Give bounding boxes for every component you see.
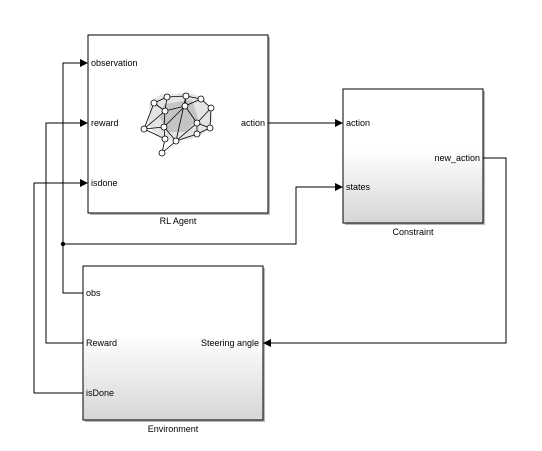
rl-agent-port-reward: reward: [91, 118, 119, 128]
constraint-port-states: states: [346, 182, 371, 192]
neural-network-brain-icon: [140, 92, 215, 157]
environment-port-reward: Reward: [86, 338, 117, 348]
wire-new-action[interactable]: [263, 157, 507, 347]
rl-agent-name: RL Agent: [160, 216, 197, 226]
environment-block[interactable]: obs Reward isDone Steering angle Environ…: [82, 265, 265, 434]
environment-port-steering-angle: Steering angle: [201, 338, 259, 348]
constraint-body[interactable]: [342, 88, 484, 224]
environment-port-isdone: isDone: [86, 388, 114, 398]
rl-agent-port-action: action: [241, 118, 265, 128]
wire-action[interactable]: [268, 119, 343, 127]
wires: [33, 59, 507, 394]
wire-isdone[interactable]: [33, 179, 88, 394]
environment-name: Environment: [148, 424, 199, 434]
wire-reward[interactable]: [45, 119, 88, 344]
environment-port-obs: obs: [86, 288, 101, 298]
constraint-port-new-action: new_action: [434, 153, 480, 163]
constraint-block[interactable]: action states new_action Constraint: [342, 88, 485, 237]
rl-agent-port-isdone: isdone: [91, 178, 118, 188]
constraint-name: Constraint: [392, 227, 434, 237]
environment-body[interactable]: [82, 265, 264, 421]
rl-agent-port-observation: observation: [91, 58, 138, 68]
rl-agent-block[interactable]: observation reward isdone action: [87, 34, 270, 226]
wire-observation[interactable]: [60, 59, 343, 294]
constraint-port-action: action: [346, 118, 370, 128]
